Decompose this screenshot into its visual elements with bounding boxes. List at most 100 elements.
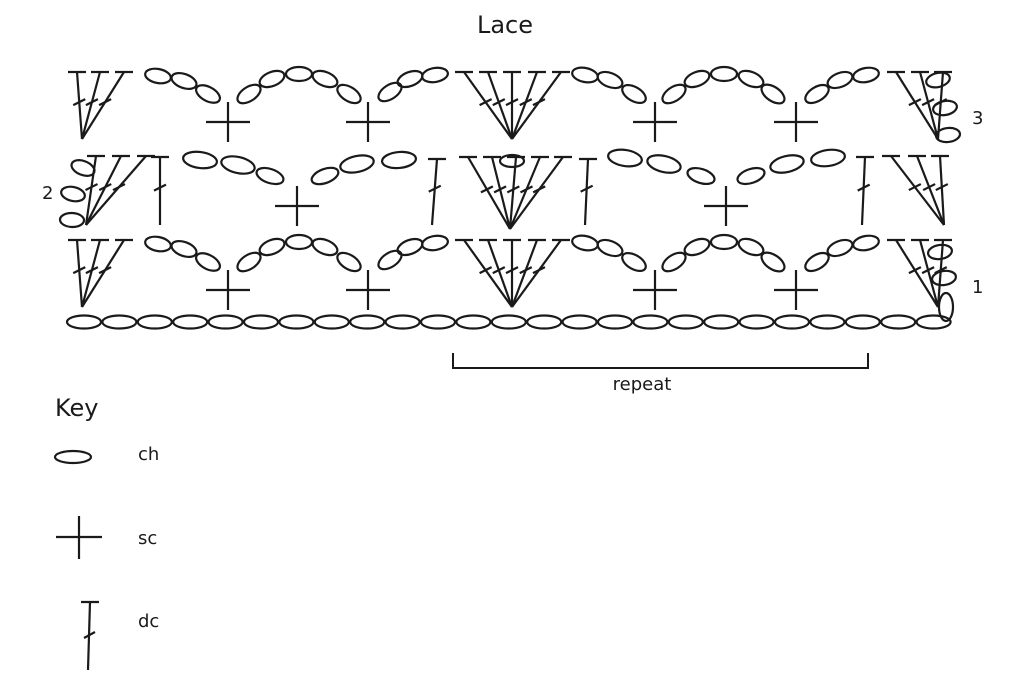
chain-stitch <box>683 69 711 89</box>
repeat-bracket <box>452 353 869 369</box>
foundation-chain-stitch <box>313 314 350 330</box>
chain-stitch <box>926 243 954 261</box>
key-ch-symbol <box>53 449 93 465</box>
double-crochet <box>479 238 514 308</box>
row-2 <box>58 148 949 230</box>
chain-stitch <box>934 126 962 144</box>
chain-stitch <box>310 166 340 186</box>
chain-stitch <box>621 251 647 273</box>
foundation-chain-stitch <box>773 314 811 330</box>
single-crochet <box>633 102 677 142</box>
chain-stitch <box>284 65 314 83</box>
chain-stitch <box>60 185 86 203</box>
chain-stitch <box>932 99 958 117</box>
double-crochet <box>911 70 940 140</box>
chain-stitch <box>311 237 339 257</box>
double-crochet <box>856 155 874 226</box>
chain-stitch <box>144 235 172 253</box>
double-crochet <box>85 154 155 226</box>
chain-stitch <box>646 154 682 174</box>
chain-stitch <box>258 69 286 89</box>
chain-stitch <box>683 237 711 257</box>
chain-stitch <box>170 71 198 91</box>
chain-stitch <box>826 238 854 258</box>
foundation-chain-stitch <box>207 314 244 330</box>
chain-stitch <box>194 84 222 104</box>
foundation-chain-stitch <box>172 314 209 330</box>
key-dc-label: dc <box>138 611 159 632</box>
chain-stitch <box>804 83 830 105</box>
chain-stitch <box>421 234 449 252</box>
chain-stitch <box>380 150 418 170</box>
double-crochet <box>80 238 109 308</box>
chain-stitch <box>769 154 805 174</box>
double-crochet <box>511 70 570 140</box>
key-dc-symbol <box>81 600 99 671</box>
double-crochet <box>511 238 570 308</box>
chain-stitch <box>852 66 880 84</box>
single-crochet <box>633 270 677 310</box>
foundation-chain <box>65 291 955 330</box>
stitch-rows <box>58 65 962 310</box>
foundation-chain-stitch <box>880 314 917 330</box>
chain-stitch <box>607 148 643 168</box>
double-crochet <box>483 155 512 230</box>
foundation-chain-stitch <box>844 314 881 330</box>
foundation-chain-stitch <box>349 314 386 330</box>
repeat-label: repeat <box>613 374 672 395</box>
chain-stitch <box>760 83 786 105</box>
chain-stitch <box>396 237 424 257</box>
chain-stitch <box>194 252 222 272</box>
double-crochet <box>882 154 945 226</box>
foundation-chain-stitch <box>809 314 846 330</box>
chain-stitch <box>421 66 449 84</box>
chain-stitch <box>144 67 172 85</box>
chain-stitch <box>737 69 765 89</box>
row-1 <box>68 233 958 310</box>
double-crochet <box>479 70 514 140</box>
chain-stitch <box>236 83 262 105</box>
row-3 <box>68 65 962 144</box>
chain-stitch <box>336 251 362 273</box>
chain-stitch <box>396 69 424 89</box>
double-crochet <box>510 238 546 308</box>
foundation-chain-stitch <box>490 314 527 330</box>
double-crochet <box>68 70 86 140</box>
double-crochet <box>455 70 513 140</box>
single-crochet <box>774 270 818 310</box>
chain-stitch <box>737 237 765 257</box>
key-ch-oval <box>53 449 93 465</box>
double-crochet <box>68 238 86 308</box>
chain-stitch <box>709 233 739 251</box>
foundation-chain-stitch <box>384 314 421 330</box>
single-crochet <box>206 102 250 142</box>
chain-stitch <box>339 154 375 174</box>
foundation-chain-stitch <box>667 314 704 330</box>
double-crochet <box>908 154 946 226</box>
foundation-chain-stitch <box>136 314 173 330</box>
chain-stitch <box>255 166 285 186</box>
single-crochet <box>774 102 818 142</box>
chain-stitch <box>182 150 218 170</box>
key-sc-symbol <box>56 516 102 559</box>
foundation-chain-stitch <box>561 314 598 330</box>
single-crochet <box>275 186 319 226</box>
double-crochet <box>503 238 521 307</box>
foundation-chain-stitch <box>419 314 457 330</box>
double-crochet <box>81 238 133 308</box>
double-crochet <box>509 155 572 230</box>
chain-stitch <box>236 251 262 273</box>
double-crochet <box>887 238 939 308</box>
row-number-3: 3 <box>972 108 983 129</box>
chain-stitch <box>284 233 314 251</box>
double-crochet <box>931 154 949 226</box>
double-crochet <box>455 238 513 308</box>
chain-stitch <box>661 251 687 273</box>
single-crochet <box>346 102 390 142</box>
foundation-chain-stitch <box>632 314 669 330</box>
chain-stitch <box>377 249 403 271</box>
foundation-chain-stitch <box>65 314 103 330</box>
chain-stitch <box>498 153 526 169</box>
chain-stitch <box>258 237 286 257</box>
